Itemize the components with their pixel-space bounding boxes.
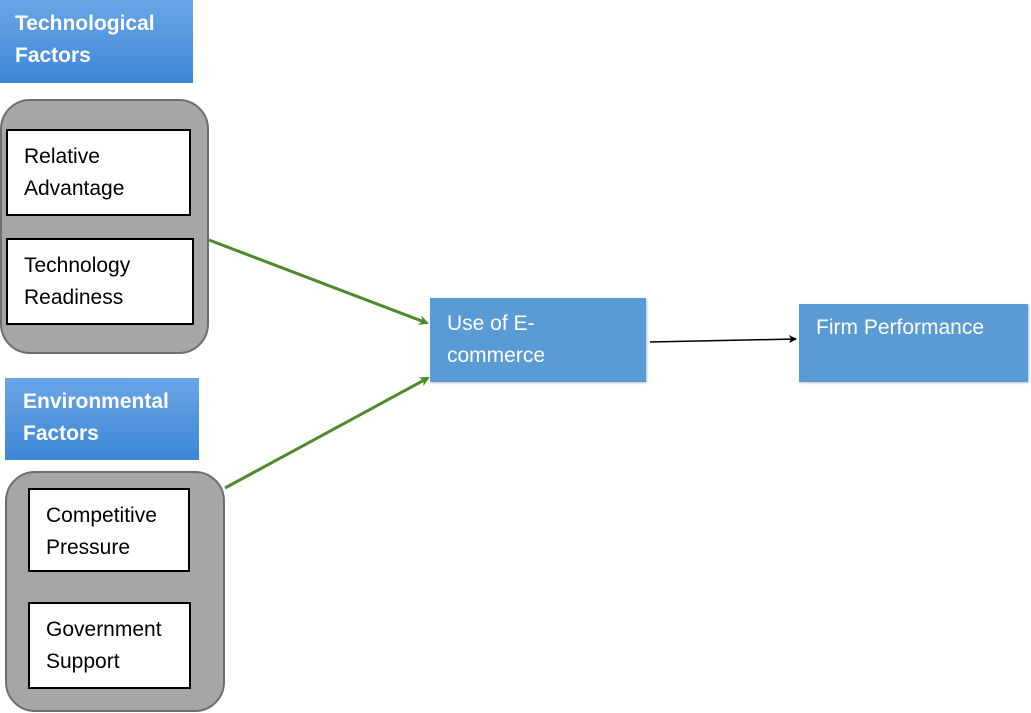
factor-label-technology-readiness: Technology Readiness — [24, 254, 131, 309]
technological-factors-title: Technological Factors — [15, 12, 155, 67]
firm-performance-label: Firm Performance — [816, 316, 985, 339]
arrow-environmental-to-ecommerce — [224, 376, 430, 490]
factor-label-relative-advantage: Relative Advantage — [24, 145, 125, 200]
factor-box-relative-advantage: Relative Advantage — [6, 129, 191, 216]
factor-box-technology-readiness: Technology Readiness — [6, 238, 194, 325]
environmental-factors-header: Environmental Factors — [5, 378, 199, 460]
environmental-factors-title: Environmental Factors — [23, 390, 169, 445]
arrow-technological-to-ecommerce — [208, 238, 429, 325]
use-of-ecommerce-label: Use of E-commerce — [447, 312, 546, 367]
technological-factors-header: Technological Factors — [0, 0, 193, 83]
factor-box-government-support: Government Support — [28, 602, 191, 689]
factor-label-competitive-pressure: Competitive Pressure — [46, 504, 157, 559]
factor-box-competitive-pressure: Competitive Pressure — [28, 488, 190, 572]
use-of-ecommerce-node: Use of E-commerce — [430, 298, 646, 382]
factor-label-government-support: Government Support — [46, 618, 162, 673]
firm-performance-node: Firm Performance — [799, 304, 1028, 382]
arrow-ecommerce-to-performance — [649, 335, 797, 344]
